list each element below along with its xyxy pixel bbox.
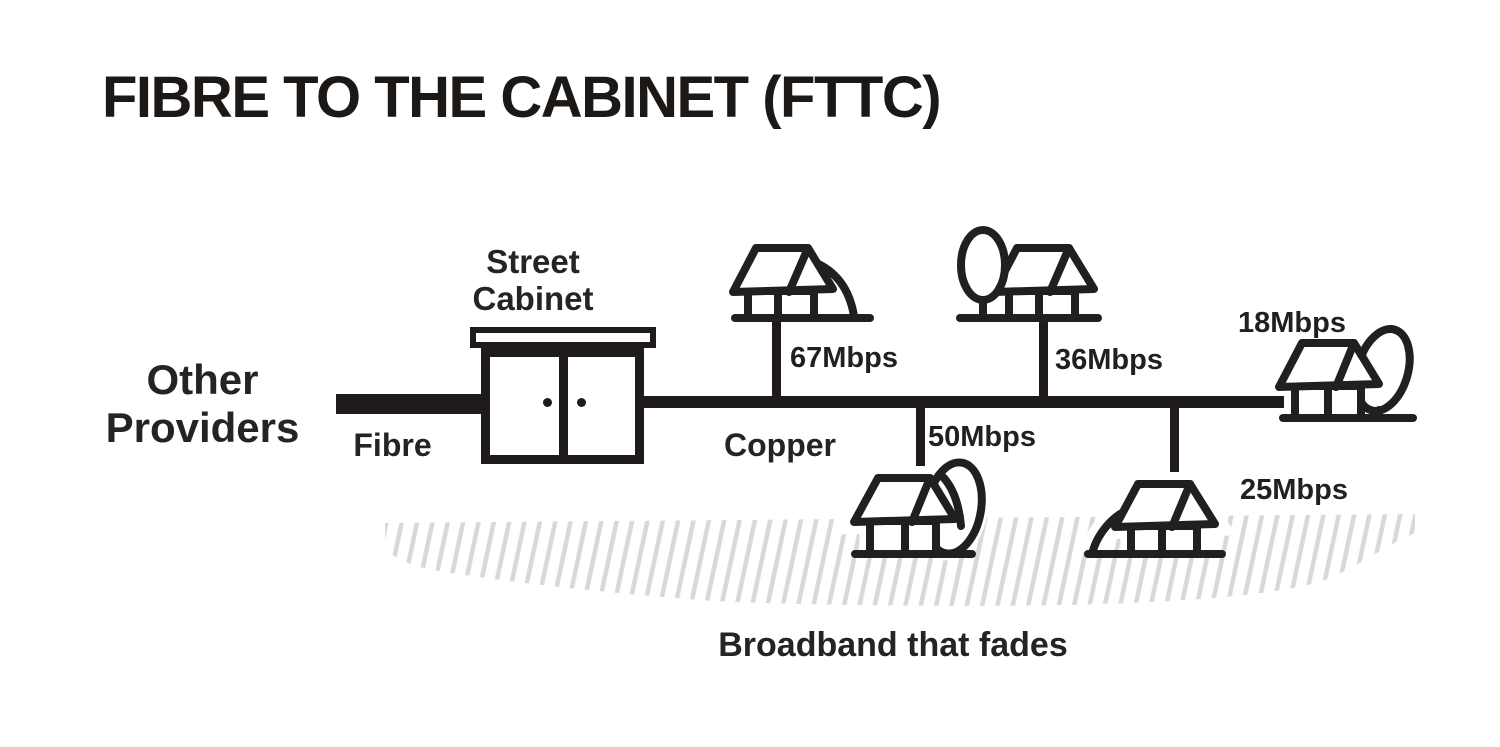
street-cabinet-icon (481, 348, 644, 464)
house-roof (990, 244, 1098, 296)
ground-caption: Broadband that fades (718, 626, 1068, 664)
speed-label-50mbps: 50Mbps (928, 421, 1036, 453)
house-with-tree-left-icon (956, 226, 1102, 322)
fibre-label: Fibre (353, 427, 432, 463)
house-gable-line (1046, 244, 1073, 296)
drop-line-67mbps (772, 316, 781, 400)
other-providers-line1: Other (146, 356, 259, 403)
speed-label-25mbps: 25Mbps (1240, 474, 1348, 506)
street-cabinet-line2: Cabinet (472, 280, 594, 317)
cabinet-door-divider (559, 357, 568, 455)
drop-line-25mbps (1170, 404, 1179, 482)
street-cabinet-lid (470, 327, 656, 348)
other-providers-line2: Providers (105, 404, 300, 451)
tree-icon (957, 226, 1009, 304)
house-gable-line (1332, 339, 1358, 391)
other-providers-label: Other Providers (75, 356, 330, 452)
tree-inner-vein (938, 472, 965, 530)
house-with-bush-right-icon (729, 244, 874, 322)
fibre-line (336, 394, 482, 414)
house-with-tree-right-icon (1275, 325, 1417, 422)
copper-line (644, 396, 1284, 408)
page-title: FIBRE TO THE CABINET (FTTC) (102, 65, 942, 130)
house-with-tree-right-icon (833, 455, 989, 561)
street-cabinet-label: Street Cabinet (433, 243, 633, 317)
drop-line-36mbps (1039, 316, 1048, 400)
house-gable-line (1168, 480, 1194, 531)
drop-line-50mbps (916, 404, 925, 480)
street-cabinet-line1: Street (486, 243, 580, 280)
speed-label-18mbps: 18Mbps (1238, 307, 1346, 339)
house-gable-line (785, 244, 812, 296)
cabinet-door-handle-left (543, 398, 552, 407)
speed-label-36mbps: 36Mbps (1055, 344, 1163, 376)
copper-label: Copper (724, 427, 836, 463)
house-with-bush-left-icon (1080, 472, 1237, 558)
speed-label-67mbps: 67Mbps (790, 342, 898, 374)
house-gable-line (908, 474, 934, 526)
cabinet-door-handle-right (577, 398, 586, 407)
house-roof (729, 244, 837, 296)
